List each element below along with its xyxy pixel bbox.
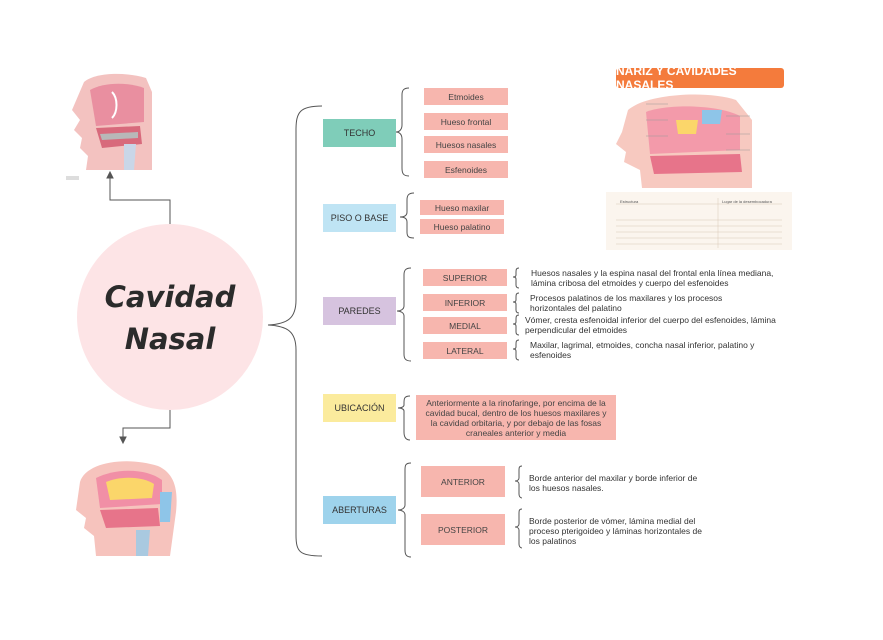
desc-line: Borde anterior del maxilar y borde infer… (529, 473, 698, 483)
desc-line: horizontales del palatino (530, 303, 622, 313)
ubicacion-text-box: Anteriormente a la rinofaringe, por enci… (416, 395, 616, 440)
category-aberturas: ABERTURAS (323, 496, 396, 524)
paredes-lateral-desc: Maxilar, lagrimal, etmoides, concha nasa… (530, 340, 780, 360)
desc-line: Procesos palatinos de los maxilares y lo… (530, 293, 723, 303)
paredes-item-superior: SUPERIOR (423, 269, 507, 286)
nasal-anatomy-labeled-image (66, 452, 186, 556)
nasal-cavity-sagittal-image (66, 72, 154, 170)
ubicacion-line: craneales anterior y media (465, 428, 567, 438)
piso-item-hueso-palatino: Hueso palatino (420, 219, 504, 234)
central-topic-title: Cavidad Nasal (77, 276, 263, 360)
paredes-item-lateral: LATERAL (423, 342, 507, 359)
techo-item-etmoides: Etmoides (424, 88, 508, 105)
category-techo: TECHO (323, 119, 396, 147)
paredes-superior-desc: Huesos nasales y la espina nasal del fro… (531, 268, 781, 288)
desc-line: los huesos nasales. (529, 483, 604, 493)
poster-anatomy-image (606, 90, 792, 188)
category-piso: PISO O BASE (323, 204, 396, 232)
poster-table: Estructura Lugar de la desembocadura (606, 192, 792, 250)
aberturas-posterior-desc: Borde posterior de vómer, lámina medial … (529, 516, 729, 546)
desc-line: los palatinos (529, 536, 577, 546)
ubicacion-line: la cavidad orbitaria, y por debajo de la… (430, 418, 602, 428)
aberturas-anterior-desc: Borde anterior del maxilar y borde infer… (529, 473, 729, 493)
desc-line: Vómer, cresta esfenoidal inferior del cu… (525, 315, 776, 325)
paredes-inferior-desc: Procesos palatinos de los maxilares y lo… (530, 293, 780, 313)
image-caption-placeholder (66, 176, 79, 180)
category-paredes: PAREDES (323, 297, 396, 325)
desc-line: perpendicular del etmoides (525, 325, 628, 335)
ubicacion-line: Anteriormente a la rinofaringe, por enci… (426, 398, 606, 408)
table-header: Estructura (620, 199, 639, 204)
paredes-item-medial: MEDIAL (423, 317, 507, 334)
techo-item-huesos-nasales: Huesos nasales (424, 136, 508, 153)
paredes-item-inferior: INFERIOR (423, 294, 507, 311)
techo-item-hueso-frontal: Hueso frontal (424, 113, 508, 130)
poster-banner: NARIZ Y CAVIDADES NASALES (616, 64, 784, 92)
ubicacion-line: cavidad bucal, dentro de los huesos maxi… (425, 408, 607, 418)
piso-item-hueso-maxilar: Hueso maxilar (420, 200, 504, 215)
category-ubicacion: UBICACIÓN (323, 394, 396, 422)
aberturas-item-anterior: ANTERIOR (421, 466, 505, 497)
title-line-1: Cavidad (104, 280, 236, 314)
central-topic-circle (77, 224, 263, 410)
aberturas-item-posterior: POSTERIOR (421, 514, 505, 545)
table-header: Lugar de la desembocadura (722, 199, 772, 204)
techo-item-esfenoides: Esfenoides (424, 161, 508, 178)
paredes-medial-desc: Vómer, cresta esfenoidal inferior del cu… (525, 315, 785, 335)
desc-line: proceso pterigoideo y láminas horizontal… (529, 526, 702, 536)
desc-line: Borde posterior de vómer, lámina medial … (529, 516, 696, 526)
title-line-2: Nasal (124, 322, 216, 356)
desc-line: Huesos nasales y la espina nasal del fro… (531, 268, 774, 278)
desc-line: esfenoides (530, 350, 572, 360)
desc-line: Maxilar, lagrimal, etmoides, concha nasa… (530, 340, 755, 350)
desc-line: lámina cribosa del etmoides y cuerpo del… (531, 278, 729, 288)
